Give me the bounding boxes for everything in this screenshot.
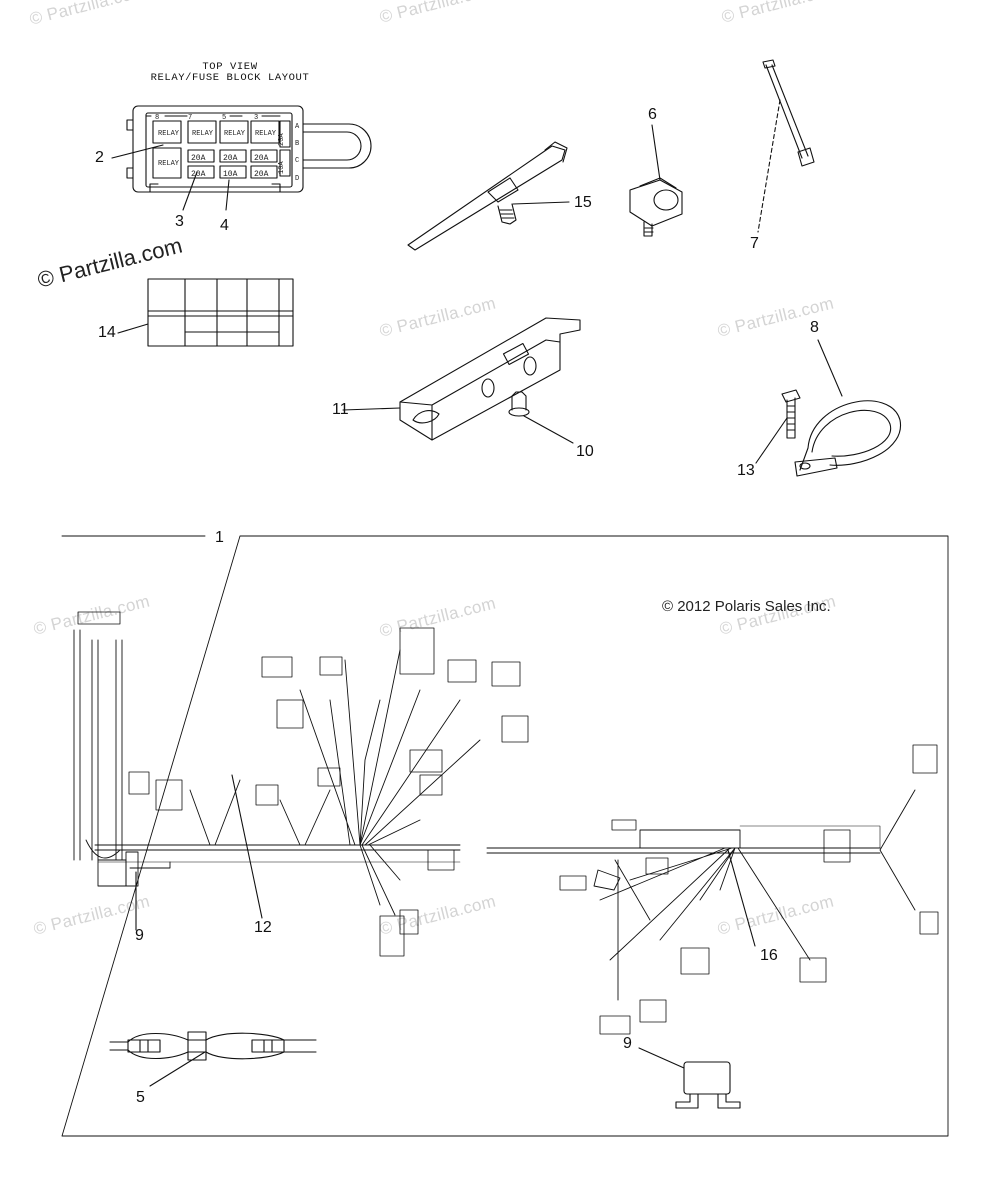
callout-15[interactable]: 15 [574, 194, 592, 211]
svg-text:20A: 20A [254, 154, 269, 163]
harness-clip [629, 177, 683, 237]
svg-text:RELAY: RELAY [158, 130, 180, 138]
relay-title-line2: RELAY/FUSE BLOCK LAYOUT [150, 72, 310, 84]
svg-text:3: 3 [254, 114, 258, 122]
svg-text:D: D [295, 175, 299, 183]
svg-text:8: 8 [155, 114, 159, 122]
svg-text:7: 7 [188, 114, 192, 122]
callout-12[interactable]: 12 [254, 919, 272, 936]
relay-fuse-block [126, 105, 372, 193]
relay-labels: RELAY RELAY RELAY RELAY RELAY 20A 20A 20… [155, 114, 300, 183]
svg-text:20A: 20A [254, 170, 269, 179]
svg-text:A: A [295, 123, 300, 131]
callout-4[interactable]: 4 [220, 217, 229, 234]
relay-block-title: TOP VIEW RELAY/FUSE BLOCK LAYOUT [130, 62, 330, 84]
cable-tie-mount [407, 141, 568, 251]
svg-text:20A: 20A [191, 154, 206, 163]
decal-label [147, 278, 294, 347]
callout-9-fuse[interactable]: 9 [623, 1035, 632, 1052]
cable-strap [762, 59, 815, 167]
push-rivet [508, 391, 530, 417]
callout-8[interactable]: 8 [810, 319, 819, 336]
callout-9-harness[interactable]: 9 [135, 927, 144, 944]
callout-14[interactable]: 14 [98, 324, 116, 341]
svg-text:RELAY: RELAY [192, 130, 214, 138]
mounting-bracket [399, 317, 581, 441]
svg-text:C: C [295, 157, 299, 165]
svg-text:10A: 10A [278, 161, 286, 174]
wire-harness-right [486, 789, 916, 1001]
callout-7[interactable]: 7 [750, 235, 759, 252]
svg-text:20A: 20A [191, 170, 206, 179]
copyright-notice: © 2012 Polaris Sales Inc. [662, 598, 831, 615]
svg-text:RELAY: RELAY [158, 160, 180, 168]
callout-16[interactable]: 16 [760, 947, 778, 964]
svg-text:RELAY: RELAY [224, 130, 246, 138]
svg-text:20A: 20A [223, 154, 238, 163]
callout-1[interactable]: 1 [215, 529, 224, 546]
callout-3[interactable]: 3 [175, 213, 184, 230]
callout-10[interactable]: 10 [576, 443, 594, 460]
relay-title-line1: TOP VIEW [202, 61, 258, 73]
callout-11[interactable]: 11 [332, 401, 349, 418]
svg-text:10A: 10A [223, 170, 238, 179]
connector-tags [77, 611, 939, 1035]
callout-6[interactable]: 6 [648, 106, 657, 123]
inline-fuse-holder [109, 1031, 317, 1061]
callout-5[interactable]: 5 [136, 1089, 145, 1106]
callout-2[interactable]: 2 [95, 149, 104, 166]
callout-13[interactable]: 13 [737, 462, 755, 479]
svg-text:RELAY: RELAY [255, 130, 277, 138]
p-clamp [794, 400, 901, 477]
svg-text:B: B [295, 140, 299, 148]
svg-text:20A: 20A [278, 133, 286, 146]
flange-bolt [781, 389, 801, 439]
svg-text:5: 5 [222, 114, 226, 122]
wire-harness-left [73, 629, 481, 916]
blade-fuse [675, 1061, 741, 1109]
